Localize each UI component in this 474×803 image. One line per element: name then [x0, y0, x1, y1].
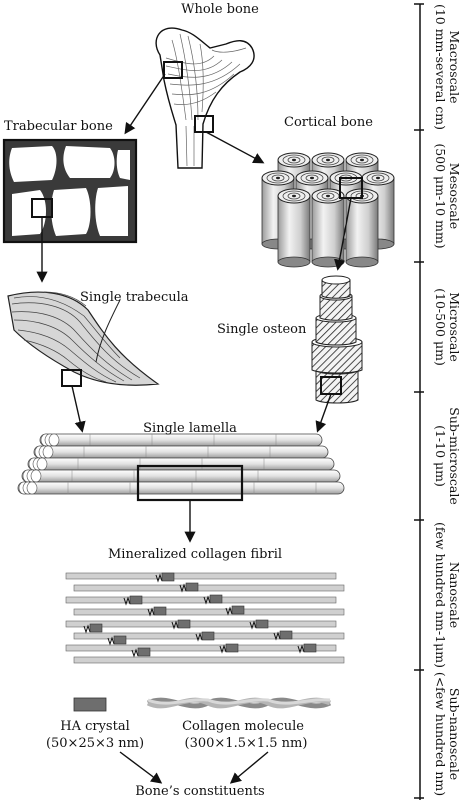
collagen-molecule-icon: [146, 697, 332, 709]
collagen-strand: [65, 644, 337, 652]
arrow-to-cortical: [205, 131, 265, 164]
single-osteon-illustration: [311, 275, 363, 404]
ha-crystal-mark: [231, 605, 245, 615]
lamella-rod: [17, 481, 345, 495]
ha-crystal-mark: [279, 630, 293, 640]
ha-crystal-mark: [153, 606, 167, 616]
scale-range: (few hundred nm-1μm): [433, 521, 448, 669]
label-bones-constituents: Bone’s constituents: [135, 784, 265, 799]
ha-crystal-mark: [129, 595, 143, 605]
ha-crystal-mark: [209, 594, 223, 604]
ha-crystal-mark: [161, 572, 175, 582]
arrow-collagen-to-constituents: [229, 751, 269, 784]
label-cortical-bone: Cortical bone: [284, 115, 373, 130]
scale-range: (10 mm-several cm): [433, 3, 448, 131]
arrow-ha-to-constituents: [119, 751, 163, 784]
arrow-from-trabecula-to-lamella: [71, 385, 86, 433]
lamella-rod: [27, 457, 335, 471]
scale-name: Sub-microscale: [447, 407, 462, 505]
scale-range: (1-10 μm): [433, 425, 448, 487]
lamella-rod: [33, 445, 329, 459]
scale-name: Nanoscale: [447, 561, 462, 629]
arrow-to-single-osteon: [334, 197, 352, 271]
osteon-cylinder: [311, 195, 345, 263]
label-trabecular-bone: Trabecular bone: [4, 119, 113, 134]
collagen-strand: [65, 620, 337, 628]
scale-range: (10-500 μm): [433, 288, 448, 366]
scale-name: Mesoscale: [447, 162, 462, 230]
ha-crystal-mark: [303, 643, 317, 653]
ha-crystal-mark: [177, 619, 191, 629]
osteon-cylinder: [345, 195, 379, 263]
ha-crystal-mark: [255, 619, 269, 629]
cortical-bone-illustration: [261, 152, 395, 268]
ha-crystal-icon: [73, 697, 107, 712]
ha-crystal-mark: [137, 647, 151, 657]
scale-name: Microscale: [447, 292, 462, 362]
scale-name: Sub-nanoscale: [447, 687, 462, 781]
arrow-from-osteon-to-lamella: [315, 393, 332, 433]
label-ha-crystal-size: (50×25×3 nm): [45, 736, 145, 751]
collagen-strand: [73, 656, 345, 664]
ha-crystal-mark: [89, 623, 103, 633]
scale-range: (500 μm-10 mm): [433, 143, 448, 249]
lamella-rod: [21, 469, 341, 483]
label-collagen-molecule: Collagen molecule: [182, 719, 304, 734]
label-mineralized-collagen-fibril: Mineralized collagen fibril: [107, 547, 283, 562]
arrow-to-trabecular: [124, 73, 166, 135]
label-whole-bone: Whole bone: [181, 2, 259, 17]
zoom-box: [136, 464, 244, 502]
mineralized-collagen-fibril-illustration: [65, 572, 345, 664]
whole-bone-illustration: [155, 27, 255, 169]
ha-crystal-mark: [201, 631, 215, 641]
scale-name: Macroscale: [447, 30, 462, 104]
collagen-strand: [73, 584, 345, 592]
label-collagen-molecule-size: (300×1.5×1.5 nm): [184, 736, 308, 751]
ha-crystal-mark: [113, 635, 127, 645]
osteon-cylinder: [277, 195, 311, 263]
single-lamella-illustration: [17, 433, 345, 502]
label-single-osteon: Single osteon: [217, 322, 307, 337]
ha-crystal-mark: [185, 582, 199, 592]
label-ha-crystal: HA crystal: [60, 719, 130, 734]
trabecular-bone-illustration: [2, 138, 138, 244]
label-single-trabecula: Single trabecula: [80, 290, 189, 305]
scale-range: (<few hundred nm): [433, 671, 448, 797]
collagen-strand: [65, 572, 337, 580]
collagen-strand: [73, 608, 345, 616]
collagen-strand: [65, 596, 337, 604]
scale-bar: [414, 3, 424, 800]
ha-crystal-mark: [225, 643, 239, 653]
single-trabecula-illustration: [7, 291, 160, 387]
label-single-lamella: Single lamella: [143, 421, 237, 436]
